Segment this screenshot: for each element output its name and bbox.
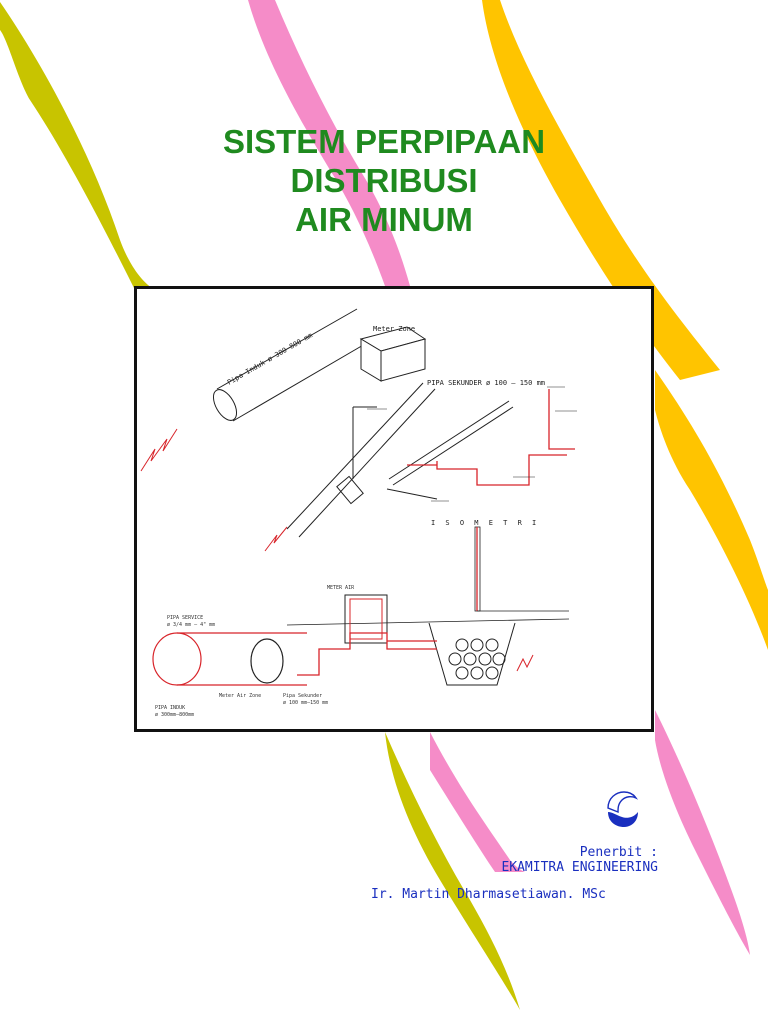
main-pipe-label: Pipa Induk ø 300–800 mm: [226, 331, 314, 386]
author-name: Ir. Martin Dharmasetiawan. MSc: [371, 887, 606, 902]
piping-diagram-figure: Pipa Induk ø 300–800 mm Meter Zone: [134, 286, 654, 732]
meter-zone-label: Meter Zone: [373, 325, 415, 333]
break-mark-3: [516, 654, 534, 672]
vertical-pipe: [474, 526, 569, 612]
ribbon-olive-bottom: [385, 732, 520, 1010]
ground-line: [286, 618, 570, 626]
pipa-sekunder-bottom-label: Pipa Sekunder: [283, 693, 322, 699]
publisher-heading: Penerbit :: [579, 845, 658, 860]
ribbon-yellow-right: [655, 370, 768, 650]
ribbon-pink-top: [248, 0, 410, 286]
trench: [428, 622, 516, 686]
main-pipe-bottom: [152, 632, 307, 686]
ekamitra-logo-icon: [607, 791, 639, 827]
secondary-pipe-assembly: [286, 382, 514, 538]
isometri-label: I S O M E T R I: [431, 519, 539, 527]
break-mark-1: [140, 428, 178, 472]
ribbon-pink-center: [430, 732, 525, 872]
document-title: SISTEM PERPIPAAN DISTRIBUSI AIR MINUM: [0, 122, 768, 239]
secondary-pipe-top-label: PIPA SEKUNDER ø 100 – 150 mm: [427, 379, 545, 387]
meter-air-chamber: [344, 594, 388, 644]
meter-air-label: METER AIR: [327, 585, 355, 591]
piping-diagram-svg: Pipa Induk ø 300–800 mm Meter Zone: [140, 308, 577, 718]
credits-block: Penerbit : EKAMITRA ENGINEERING: [501, 845, 658, 875]
pipa-service-label: PIPA SERVICE: [167, 615, 203, 621]
title-line-3: AIR MINUM: [295, 201, 473, 238]
service-lines-top: [407, 389, 575, 486]
title-line-2: DISTRIBUSI: [290, 162, 478, 199]
leader-lines: [367, 386, 577, 502]
break-mark-2: [264, 526, 288, 552]
meter-zone-box: [359, 326, 427, 382]
title-line-1: SISTEM PERPIPAAN: [222, 123, 546, 160]
service-lines-bottom: [297, 632, 437, 676]
pipa-sekunder-bottom-size: ø 100 mm–150 mm: [283, 700, 328, 706]
pipa-induk-bottom-size: ø 300mm–800mm: [155, 712, 194, 718]
pipa-induk-bottom-label: PIPA INDUK: [155, 705, 185, 711]
publisher-name: EKAMITRA ENGINEERING: [501, 860, 658, 875]
meter-air-zone-label: Meter Air Zone: [219, 693, 261, 699]
pipa-service-size: ø 3/4 mm – 4" mm: [167, 622, 215, 628]
main-pipe: [212, 308, 378, 422]
ribbon-pink-bottom: [655, 710, 750, 955]
ribbon-yellow-top: [482, 0, 720, 380]
ribbon-olive-top: [0, 2, 152, 290]
